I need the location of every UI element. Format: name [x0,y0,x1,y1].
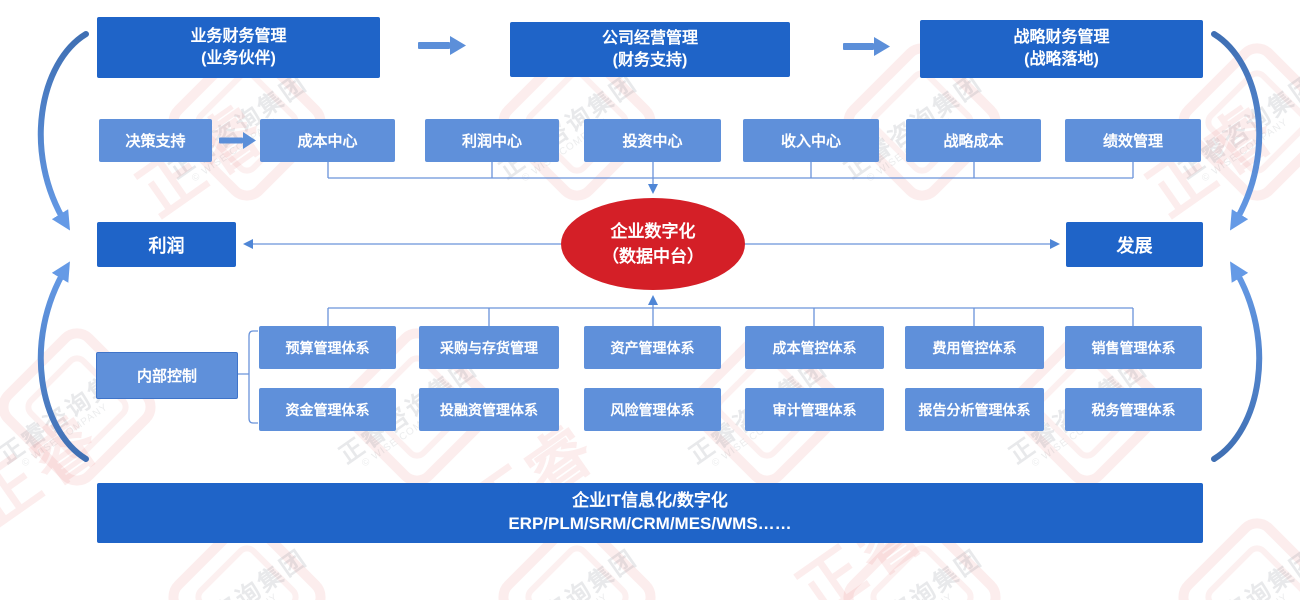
right-upper-swoosh-arrow [1211,31,1263,231]
watermark-copyright-text: © WISE COMPANY [1200,592,1290,600]
watermark-copyright-text: © WISE COMPANY [1200,116,1291,185]
right-lower-swoosh-arrow [1211,261,1263,462]
system-box-expense-control: 费用管控体系 [905,326,1044,369]
center-box-performance: 绩效管理 [1065,119,1201,162]
system-box-risk: 风险管理体系 [584,388,721,431]
system-box-audit: 审计管理体系 [745,388,884,431]
stage-line1: 公司经营管理 [601,29,698,47]
center-box-revenue: 收入中心 [743,119,879,162]
stage-line2: (业务伙伴) [201,49,276,67]
center-box-profit: 利润中心 [425,119,559,162]
decision-support-box: 决策支持 [99,119,212,162]
watermark-copyright-text: © WISE COMPANY [520,592,610,600]
system-box-cost-control: 成本管控体系 [745,326,884,369]
system-box-treasury: 资金管理体系 [259,388,396,431]
watermark-brand-text: 正睿咨询集团 [491,539,644,600]
hub-line1: 企业数字化 [610,221,696,241]
development-box: 发展 [1066,222,1203,267]
system-box-tax: 税务管理体系 [1065,388,1202,431]
decision-arrow-head [243,132,256,149]
system-box-report-analysis: 报告分析管理体系 [905,388,1044,431]
internal-control-box: 内部控制 [96,352,238,399]
watermark-copyright-text: © WISE COMPANY [865,592,955,600]
watermark-brand-text: 正睿咨询集团 [1171,539,1300,600]
stage-arrow-1 [418,42,450,49]
watermark-logo-icon [0,319,165,495]
watermark-tile: 正睿咨询集团© WISE COMPANY [0,319,165,495]
watermark-copyright-text: © WISE COMPANY [190,592,280,600]
stage-arrow-2 [843,43,874,50]
watermark-brand-text: 正睿咨询集团 [161,539,314,600]
system-box-budget: 预算管理体系 [259,326,396,369]
system-box-investment-financing: 投融资管理体系 [419,388,559,431]
system-box-sales: 销售管理体系 [1065,326,1202,369]
left-lower-swoosh-arrow [37,261,89,462]
stage-arrow-2-head [874,37,890,56]
stage-line2: (战略落地) [1024,51,1099,68]
stage-box-business-finance: 业务财务管理 (业务伙伴) [97,17,380,78]
system-box-procurement-inventory: 采购与存货管理 [419,326,559,369]
internal-control-bracket [236,330,258,424]
watermark-copyright-text: © WISE COMPANY [20,401,111,470]
hub-line2: （数据中台） [602,247,704,266]
stage-arrow-1-head [450,36,466,55]
bottom-bus-lines [327,307,1134,326]
it-bar-line2: ERP/PLM/SRM/CRM/MES/WMS…… [508,514,792,533]
top-bus-lines [327,162,1134,179]
center-box-investment: 投资中心 [584,119,721,162]
stage-line2: (财务支持) [612,51,688,69]
center-box-cost: 成本中心 [260,119,395,162]
it-bar-line1: 企业IT信息化/数字化 [572,491,728,511]
watermark-brand-text: 正睿咨询集团 [836,539,989,600]
left-upper-swoosh-arrow [37,31,89,231]
center-box-strategic-cost: 战略成本 [906,119,1041,162]
hub-ellipse: 企业数字化 （数据中台） [561,198,745,290]
stage-box-strategic-finance: 战略财务管理 (战略落地) [920,20,1203,78]
stage-line1: 业务财务管理 [190,27,287,45]
decision-arrow [219,137,243,144]
it-infrastructure-bar: 企业IT信息化/数字化 ERP/PLM/SRM/CRM/MES/WMS…… [97,483,1203,543]
stage-box-company-operation: 公司经营管理 (财务支持) [510,22,790,77]
stage-line1: 战略财务管理 [1013,29,1110,47]
profit-box: 利润 [97,222,236,267]
system-box-asset: 资产管理体系 [584,326,721,369]
